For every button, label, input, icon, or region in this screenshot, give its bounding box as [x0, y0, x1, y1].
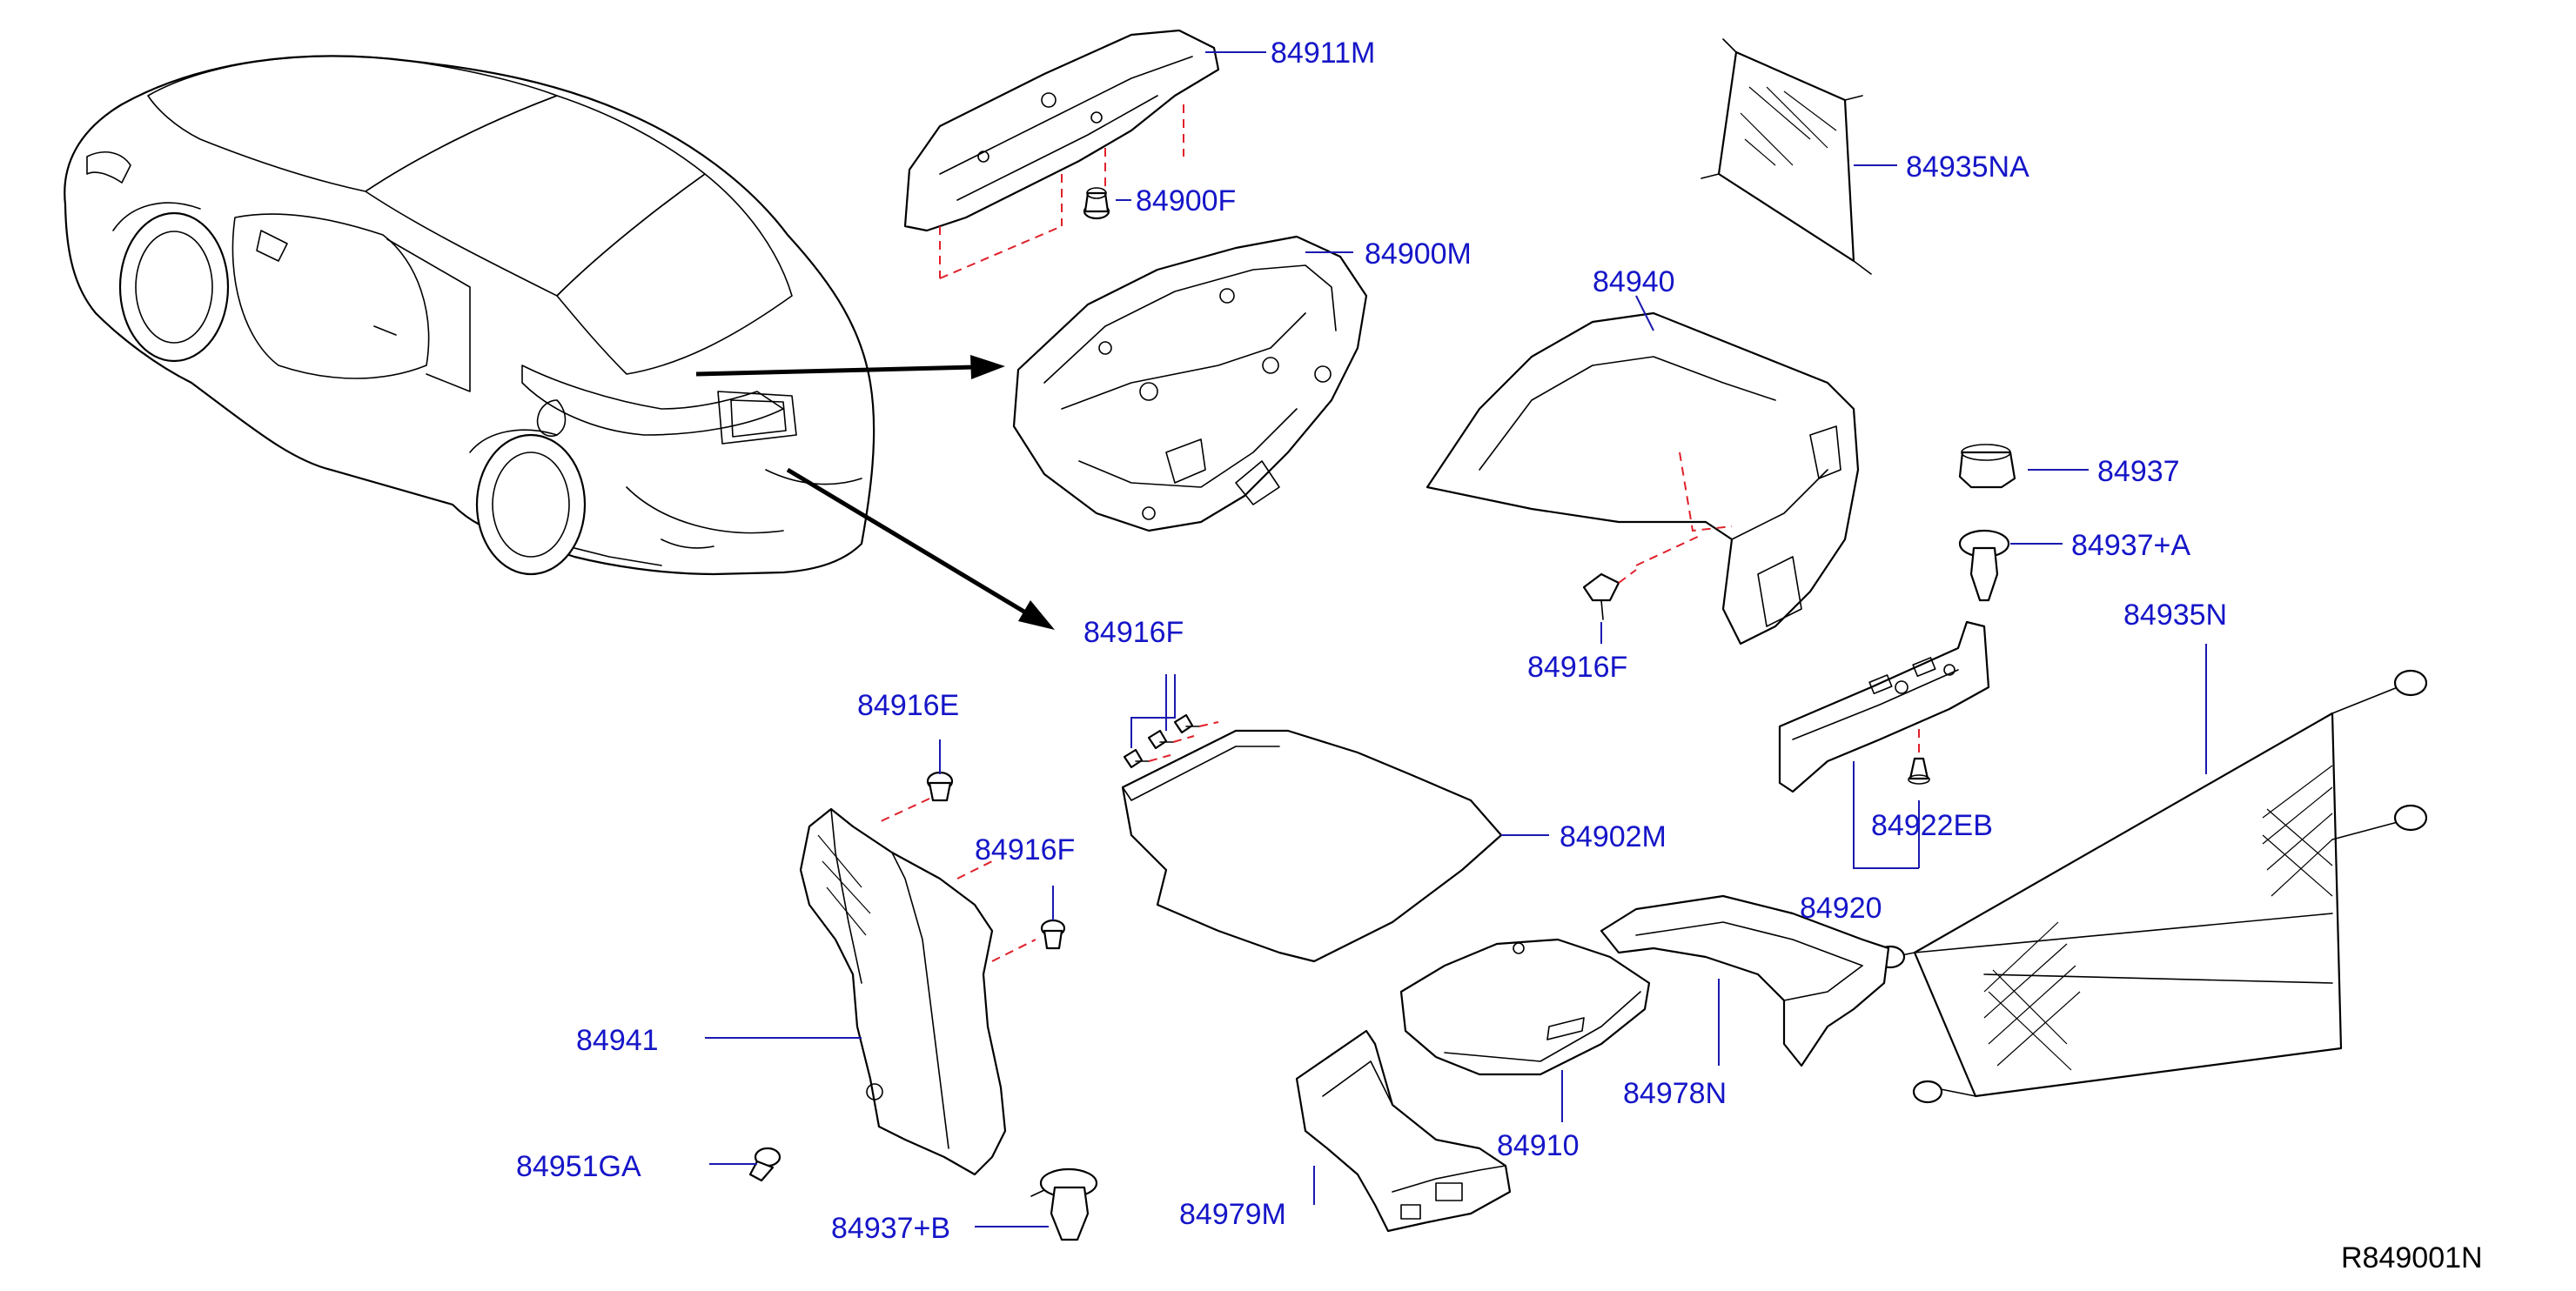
part-84910-spare-cover: [1399, 938, 1651, 1076]
clip-84916f-mid: [1582, 569, 1637, 620]
part-84920-rear-trim: [1778, 620, 1990, 793]
diagram-reference-code: R849001N: [2341, 1241, 2483, 1274]
label-84935na: 84935NA: [1906, 151, 2029, 184]
part-84935n-cargo-net: [1875, 669, 2428, 1104]
part-labels: 84911M 84900F 84900M 84935NA 84940 84937…: [516, 37, 2483, 1274]
label-84937: 84937: [2097, 455, 2180, 488]
part-84978n-bracket: [1600, 894, 1890, 1067]
label-84935n: 84935N: [2123, 599, 2227, 632]
part-84940-side-trim: [1426, 311, 1860, 646]
label-84916e: 84916E: [857, 689, 959, 722]
grommet-84937: [1958, 444, 2016, 489]
label-84916f-left: 84916F: [975, 833, 1075, 866]
part-84935na-net: [1701, 38, 1872, 275]
part-84902m-floor-mat: [1121, 729, 1503, 963]
clip-84900f: [1083, 187, 1110, 220]
label-84979m: 84979M: [1179, 1198, 1286, 1231]
label-84910: 84910: [1497, 1129, 1580, 1162]
label-84900f: 84900F: [1136, 184, 1236, 217]
clip-84937a: [1958, 529, 2010, 602]
label-84937b: 84937+B: [831, 1212, 950, 1245]
label-84937a: 84937+A: [2071, 529, 2190, 562]
car-illustration: [64, 55, 875, 576]
label-84911m: 84911M: [1271, 37, 1375, 70]
label-84978n: 84978N: [1623, 1077, 1727, 1110]
label-84900m: 84900M: [1365, 237, 1472, 271]
pointer-arrows: [695, 355, 1055, 630]
part-84941-left-trim: [799, 807, 1036, 1176]
part-84979m-bracket: [1295, 1029, 1512, 1233]
label-84940: 84940: [1593, 265, 1675, 298]
label-84902m: 84902M: [1560, 820, 1667, 853]
clip-84916e: [878, 771, 954, 823]
label-84916f-top: 84916F: [1083, 616, 1184, 649]
clip-84916f-left: [1040, 919, 1066, 950]
bolt-84951ga: [748, 1147, 782, 1182]
label-84922eb: 84922EB: [1871, 809, 1993, 842]
label-84916f-mid: 84916F: [1527, 651, 1627, 684]
label-84941: 84941: [576, 1024, 659, 1057]
label-84951ga: 84951GA: [516, 1150, 641, 1183]
part-84900m-trunk-lid-trim: [1012, 235, 1368, 532]
clips-84916f-top: [1123, 713, 1219, 769]
part-84911m-trim: [903, 29, 1220, 279]
leader-lines: [705, 51, 2207, 1227]
clip-84937b: [1030, 1167, 1098, 1241]
label-84920: 84920: [1800, 892, 1882, 925]
clip-84922eb: [1908, 729, 1930, 785]
